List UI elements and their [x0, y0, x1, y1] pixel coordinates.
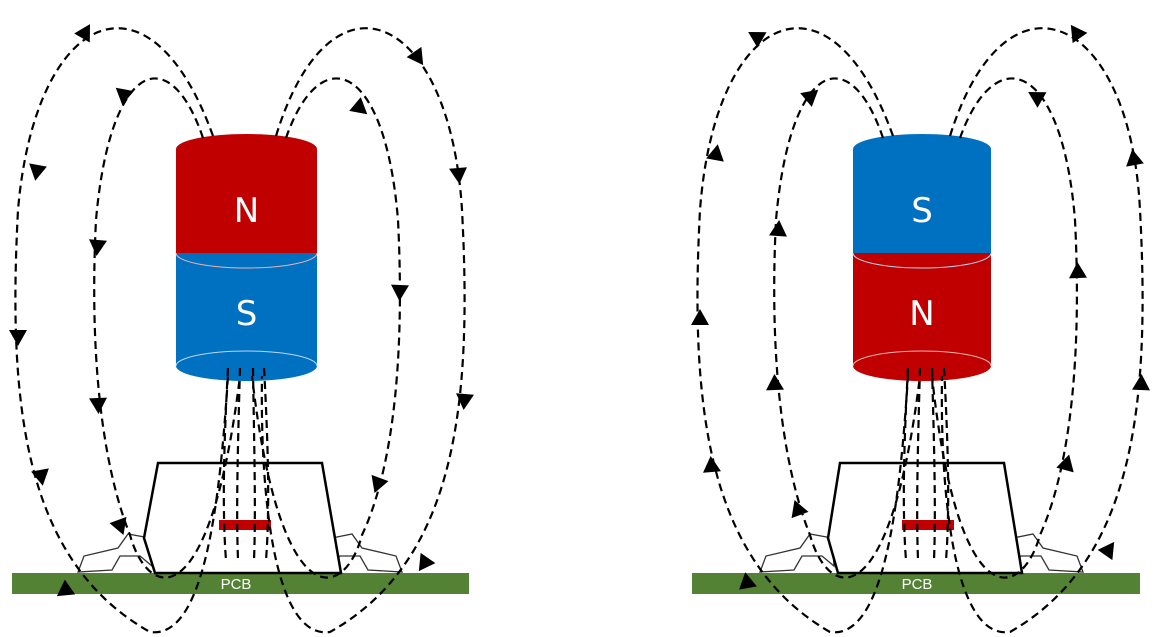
arrow-marker — [1070, 24, 1088, 44]
field-line-outer-left — [696, 27, 910, 634]
magnet-top-half — [853, 149, 991, 253]
flux-line — [222, 367, 230, 561]
pole-label-bottom: S — [236, 294, 258, 334]
sensor-package — [826, 461, 1024, 575]
arrow-marker — [56, 579, 76, 597]
arrow-marker — [89, 397, 107, 414]
arrow-marker — [109, 516, 127, 536]
magnet-top-half — [176, 149, 317, 253]
magnet-divider — [852, 252, 992, 269]
pole-label-bottom: N — [909, 294, 934, 334]
arrow-marker — [748, 32, 767, 48]
panel-right: PCB S N — [691, 24, 1150, 634]
flux-line — [262, 367, 270, 561]
magnet: S N — [852, 134, 992, 381]
pcb-board — [692, 573, 1140, 594]
pcb-board — [12, 573, 469, 594]
field-line-outer-right — [940, 27, 1144, 634]
field-line-inner-left — [773, 77, 922, 579]
magnet-bottom-half — [176, 253, 317, 382]
hall-element — [902, 520, 954, 530]
arrow-marker — [1028, 92, 1047, 108]
field-line-outer-left — [14, 27, 230, 634]
sensor-package — [142, 461, 343, 575]
magnet-bottom-rim — [175, 350, 318, 367]
arrow-marker — [9, 330, 27, 346]
arrow-marker — [791, 499, 809, 519]
flux-line — [251, 367, 256, 561]
field-line-inner-left — [93, 77, 242, 579]
magnet-bottom-rim — [852, 350, 992, 367]
arrow-marker — [29, 163, 47, 181]
arrow-marker — [706, 144, 724, 162]
flux-line — [942, 367, 950, 561]
arrow-marker — [89, 239, 107, 256]
magnet: N S — [175, 134, 318, 382]
field-arrows — [9, 24, 474, 597]
pcb-label: PCB — [902, 576, 933, 593]
arrow-marker — [1132, 374, 1150, 391]
arrow-marker — [406, 46, 424, 66]
magnet-top-cap — [176, 134, 317, 164]
field-arrows — [691, 24, 1150, 590]
magnet-bottom-half — [853, 253, 991, 381]
arrow-marker — [115, 87, 134, 105]
arrow-marker — [691, 309, 709, 325]
arrow-marker — [391, 284, 409, 301]
arrow-marker — [371, 474, 389, 494]
arrow-marker — [800, 89, 819, 107]
panel-left: PCB N S — [9, 24, 474, 634]
magnet-divider — [175, 252, 318, 269]
arrow-marker — [739, 572, 757, 590]
arrow-marker — [769, 220, 787, 237]
field-line-inner-right — [250, 77, 402, 579]
arrow-marker — [74, 24, 90, 43]
pcb-label: PCB — [221, 576, 252, 593]
arrow-marker — [1056, 454, 1074, 473]
arrow-marker — [418, 552, 436, 572]
flux-line — [236, 367, 242, 561]
flux-line — [916, 367, 922, 561]
arrow-marker — [456, 393, 474, 410]
sensor-lead-left — [759, 533, 835, 573]
magnet-top-cap — [853, 134, 991, 164]
flux-line — [902, 367, 910, 561]
arrow-marker — [1069, 262, 1087, 279]
arrow-marker — [349, 97, 368, 115]
arrow-marker — [703, 456, 721, 473]
arrow-marker — [1126, 149, 1144, 167]
arrow-marker — [766, 374, 784, 391]
arrow-marker — [449, 167, 467, 184]
field-line-inner-right — [930, 77, 1079, 579]
arrow-marker — [31, 468, 49, 486]
hall-element — [219, 520, 271, 530]
pole-label-top: N — [234, 191, 259, 231]
arrow-marker — [1097, 541, 1115, 561]
sensor-lead-left — [77, 533, 153, 573]
flux-line — [930, 367, 936, 561]
field-line-outer-right — [260, 27, 466, 634]
pole-label-top: S — [911, 191, 933, 231]
